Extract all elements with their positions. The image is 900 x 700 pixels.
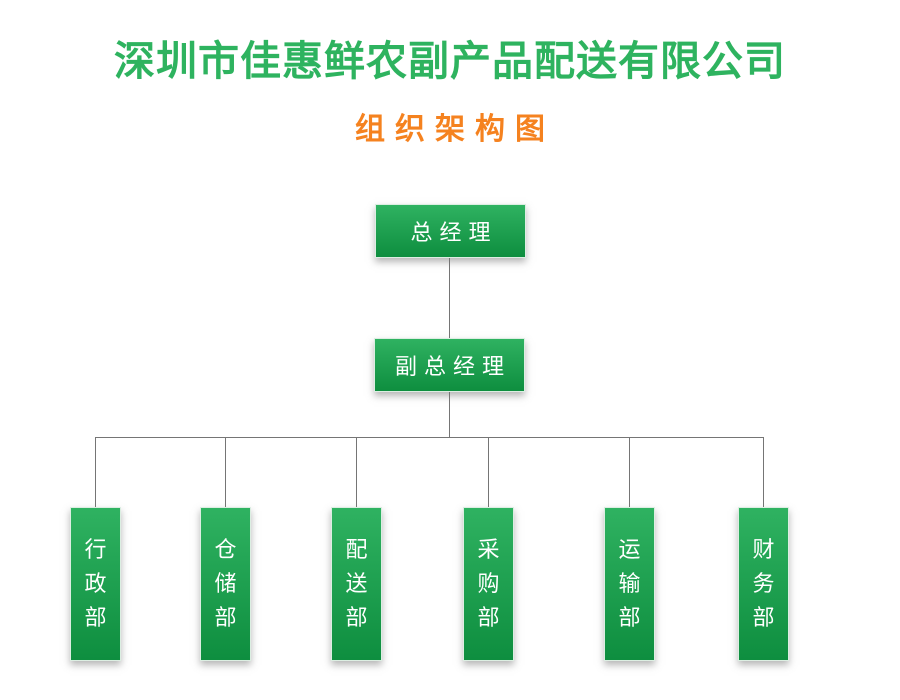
dept-node-label-char: 部 (214, 605, 237, 630)
connector-deputy-trunk (449, 392, 450, 437)
dept-node-label-char: 配 (345, 537, 368, 562)
node-deputy-general-manager: 副总经理 (374, 338, 525, 392)
dept-node-label-char: 部 (477, 605, 500, 630)
dept-node-delivery: 配送部 (331, 507, 382, 661)
dept-node-label-char: 部 (752, 605, 775, 630)
dept-node-label-char: 部 (345, 605, 368, 630)
dept-node-label-char: 运 (618, 537, 641, 562)
dept-node-label-char: 部 (618, 605, 641, 630)
node-deputy-general-manager-label: 副总经理 (394, 354, 511, 379)
dept-node-label-char: 购 (477, 571, 500, 596)
connector-drop-warehouse (225, 437, 226, 507)
dept-node-label-char: 输 (618, 571, 641, 596)
dept-node-warehouse: 仓储部 (200, 507, 251, 661)
dept-node-label-char: 务 (752, 571, 775, 596)
connector-drop-transport (629, 437, 630, 507)
connector-drop-purchasing (488, 437, 489, 507)
connector-root-deputy (449, 258, 450, 338)
dept-node-label-char: 财 (752, 537, 775, 562)
connector-drop-delivery (356, 437, 357, 507)
dept-node-finance: 财务部 (738, 507, 789, 661)
dept-node-label-char: 仓 (214, 537, 237, 562)
node-general-manager-label: 总经理 (410, 220, 498, 245)
dept-node-label-char: 送 (345, 571, 368, 596)
dept-node-label-char: 储 (214, 571, 237, 596)
dept-node-purchasing: 采购部 (463, 507, 514, 661)
connector-horizontal (95, 437, 764, 438)
dept-node-transport: 运输部 (604, 507, 655, 661)
dept-node-label-char: 政 (84, 571, 107, 596)
connector-drop-finance (763, 437, 764, 507)
connector-drop-admin (95, 437, 96, 507)
dept-node-label-char: 部 (84, 605, 107, 630)
diagram-subtitle: 组织架构图 (355, 113, 555, 146)
dept-node-label-char: 采 (477, 537, 500, 562)
dept-node-label-char: 行 (84, 537, 107, 562)
node-general-manager: 总经理 (375, 204, 526, 258)
page-title: 深圳市佳惠鲜农副产品配送有限公司 (114, 38, 786, 84)
dept-node-admin: 行政部 (70, 507, 121, 661)
